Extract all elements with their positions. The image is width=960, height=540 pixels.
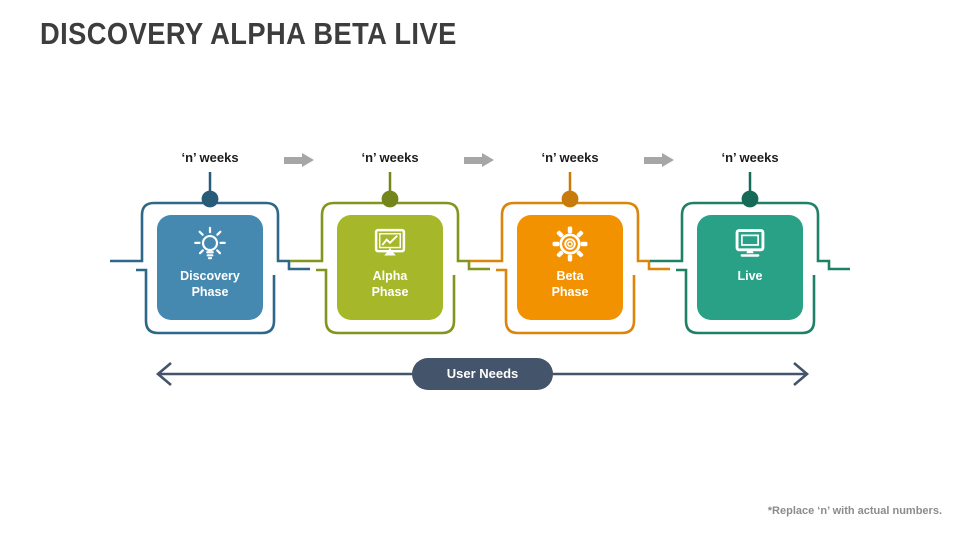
phase-label-line: Beta <box>556 269 584 283</box>
phase-alpha: Alpha Phase <box>270 165 510 340</box>
phase-discovery: Discovery Phase <box>90 165 330 340</box>
week-arrow-icon <box>464 152 494 167</box>
phase-label: Live <box>737 268 762 284</box>
user-needs-badge: User Needs <box>412 358 553 390</box>
week-arrow-icon <box>284 152 314 167</box>
phase-label-line: Phase <box>371 285 409 299</box>
phase-card: Live <box>697 215 803 320</box>
phase-frame <box>650 172 850 335</box>
gear-icon <box>552 226 588 262</box>
phase-label-line: Live <box>737 269 763 283</box>
phase-label-line: Phase <box>191 285 229 299</box>
page-title: DISCOVERY ALPHA BETA LIVE <box>40 16 457 51</box>
milestone-dot <box>741 190 759 208</box>
phase-label-line: Alpha <box>372 269 408 283</box>
duration-label-3: ‘n’ weeks <box>541 150 599 165</box>
phase-frame <box>290 172 490 335</box>
arrow-left-head <box>155 362 172 386</box>
milestone-dot <box>201 190 219 208</box>
duration-label-2: ‘n’ weeks <box>361 150 419 165</box>
phase-frame <box>110 172 310 335</box>
week-arrow-icon <box>644 152 674 167</box>
phase-live: Live <box>630 165 870 340</box>
phase-label: Discovery Phase <box>180 268 240 300</box>
milestone-dot <box>381 190 399 208</box>
phase-label: Alpha Phase <box>372 268 409 300</box>
duration-label-4: ‘n’ weeks <box>721 150 779 165</box>
duration-label-1: ‘n’ weeks <box>181 150 239 165</box>
line-chart-monitor-icon <box>374 228 406 256</box>
milestone-dot <box>561 190 579 208</box>
phase-frame <box>470 172 670 335</box>
phase-card: Alpha Phase <box>337 215 443 320</box>
phase-label: Beta Phase <box>552 268 589 300</box>
monitor-icon <box>735 229 765 257</box>
phase-card: Discovery Phase <box>157 215 263 320</box>
phase-card: Beta Phase <box>517 215 623 320</box>
lightbulb-icon <box>194 226 226 260</box>
arrow-right-head <box>793 362 810 386</box>
footnote: *Replace ‘n’ with actual numbers. <box>767 505 942 517</box>
phase-beta: Beta Phase <box>450 165 690 340</box>
phase-label-line: Phase <box>551 285 589 299</box>
phase-label-line: Discovery <box>180 269 240 283</box>
